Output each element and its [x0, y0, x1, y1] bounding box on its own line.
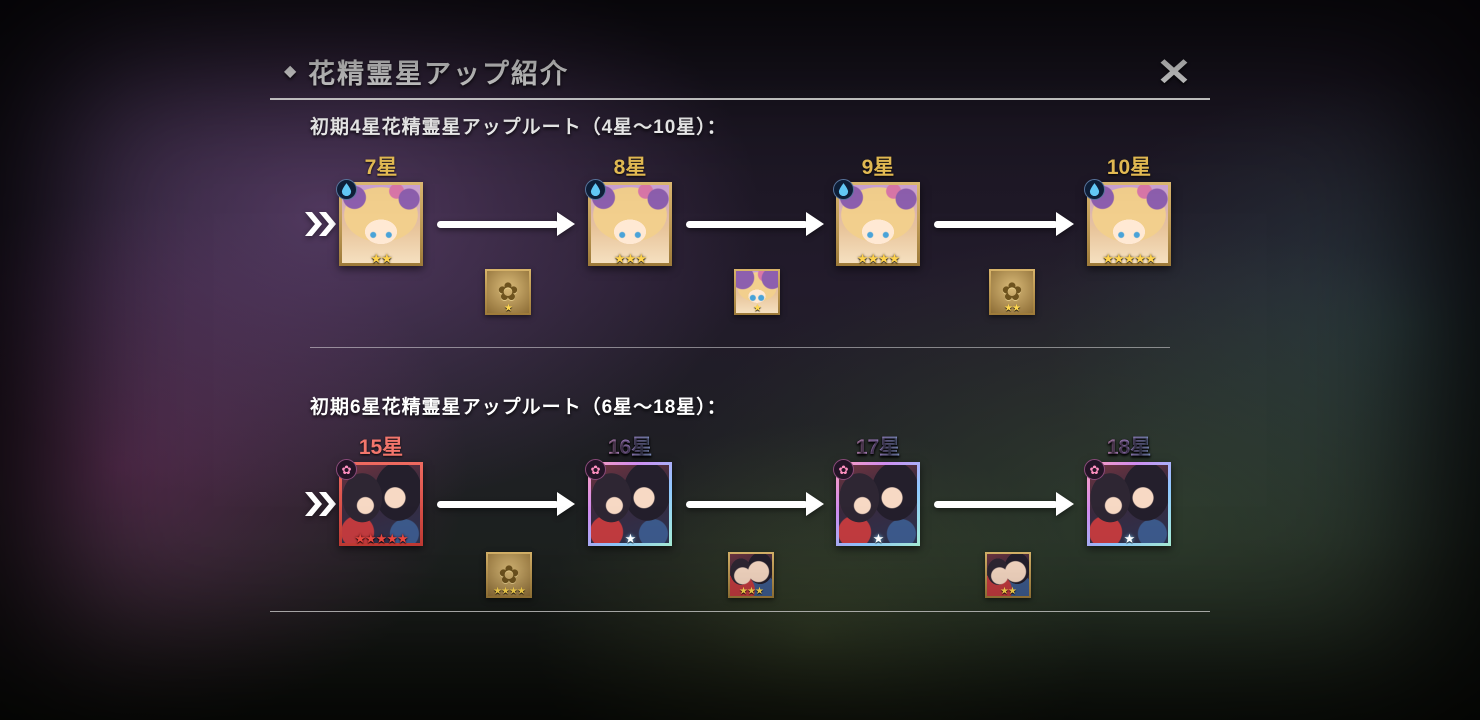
material-portrait-icon: ★ — [734, 269, 780, 315]
arrow-icon — [934, 211, 1074, 237]
flower-glyph-icon: ✿ — [1001, 277, 1023, 306]
bloom-element-icon: ✿ — [1084, 459, 1105, 480]
stage-10-star: 10星 ★★★★★ — [1084, 156, 1171, 266]
route-heading-6star: 初期6星花精霊星アップルート（6星〜18星）： — [310, 397, 727, 418]
stage-label: 9星 — [861, 156, 895, 179]
material-star-rating: ★ — [504, 303, 513, 314]
arrow-icon — [437, 491, 575, 517]
character-portrait: ✿ ★★★★★ — [336, 459, 423, 546]
close-button[interactable]: ✕ — [1145, 48, 1203, 96]
character-portrait: ✿ ★ — [833, 459, 920, 546]
star-rating: ★ — [624, 531, 637, 546]
arrow-icon — [686, 491, 824, 517]
bottom-divider — [270, 611, 1210, 612]
star-rating: ★★ — [370, 251, 392, 266]
stage-7-star: 7星 ★★ — [336, 156, 423, 266]
star-rating: ★★★★ — [856, 251, 901, 266]
character-art — [342, 185, 420, 263]
page-title: 花精霊星アップ紹介 — [308, 59, 569, 89]
material-flower-icon: ✿ ★ — [485, 269, 531, 315]
character-art — [342, 465, 420, 543]
stage-16-star: 16星 ✿ ★ — [585, 436, 672, 546]
fast-forward-icon — [305, 212, 336, 236]
arrow-icon — [437, 211, 575, 237]
fast-forward-icon — [305, 492, 336, 516]
character-art — [1090, 465, 1168, 543]
character-art — [839, 185, 917, 263]
material-flower-icon: ✿ ★★ — [989, 269, 1035, 315]
bloom-element-icon: ✿ — [585, 459, 606, 480]
material-portrait-icon: ★★ — [985, 552, 1031, 598]
character-art — [839, 465, 917, 543]
flower-glyph-icon: ✿ — [497, 277, 519, 306]
water-element-icon — [1084, 179, 1105, 200]
material-star-rating: ★★ — [1000, 586, 1017, 597]
material-flower-icon: ✿ ★★★★ — [486, 552, 532, 598]
character-portrait: ★★ — [336, 179, 423, 266]
stage-15-star: 15星 ✿ ★★★★★ — [336, 436, 423, 546]
stage-label: 18星 — [1087, 436, 1171, 462]
stage-label: 16星 — [588, 436, 672, 462]
diamond-bullet-icon: ◆ — [284, 63, 297, 80]
material-portrait-icon: ★★★ — [728, 552, 774, 598]
star-rating: ★ — [872, 531, 885, 546]
stage-label: 8星 — [613, 156, 647, 179]
bloom-element-icon: ✿ — [336, 459, 357, 480]
star-rating: ★★★★★ — [354, 531, 408, 546]
character-portrait: ★★★★★ — [1084, 179, 1171, 266]
stage-label: 10星 — [1106, 156, 1152, 179]
stage-9-star: 9星 ★★★★ — [833, 156, 920, 266]
material-star-rating: ★★★★ — [493, 586, 526, 597]
water-element-icon — [833, 179, 854, 200]
material-star-rating: ★ — [753, 303, 762, 314]
bloom-element-icon: ✿ — [833, 459, 854, 480]
stage-8-star: 8星 ★★★ — [585, 156, 672, 266]
character-portrait: ★★★ — [585, 179, 672, 266]
header-divider — [270, 98, 1210, 100]
arrow-icon — [686, 211, 824, 237]
character-art — [1090, 185, 1168, 263]
water-element-icon — [585, 179, 606, 200]
character-portrait: ✿ ★ — [1084, 459, 1171, 546]
character-art — [591, 465, 669, 543]
water-element-icon — [336, 179, 357, 200]
flower-glyph-icon: ✿ — [498, 560, 520, 589]
material-star-rating: ★★★ — [739, 586, 764, 597]
character-portrait: ✿ ★ — [585, 459, 672, 546]
material-star-rating: ★★ — [1004, 303, 1021, 314]
character-portrait: ★★★★ — [833, 179, 920, 266]
stage-18-star: 18星 ✿ ★ — [1084, 436, 1171, 546]
stage-label: 15星 — [358, 436, 404, 459]
section-divider — [310, 347, 1170, 348]
stage-label: 17星 — [836, 436, 920, 462]
star-rating: ★ — [1123, 531, 1136, 546]
route-heading-4star: 初期4星花精霊星アップルート（4星〜10星）： — [310, 117, 727, 138]
star-rating: ★★★★★ — [1102, 251, 1156, 266]
stage-17-star: 17星 ✿ ★ — [833, 436, 920, 546]
arrow-icon — [934, 491, 1074, 517]
stage-label: 7星 — [364, 156, 398, 179]
star-rating: ★★★ — [614, 251, 647, 266]
character-art — [591, 185, 669, 263]
